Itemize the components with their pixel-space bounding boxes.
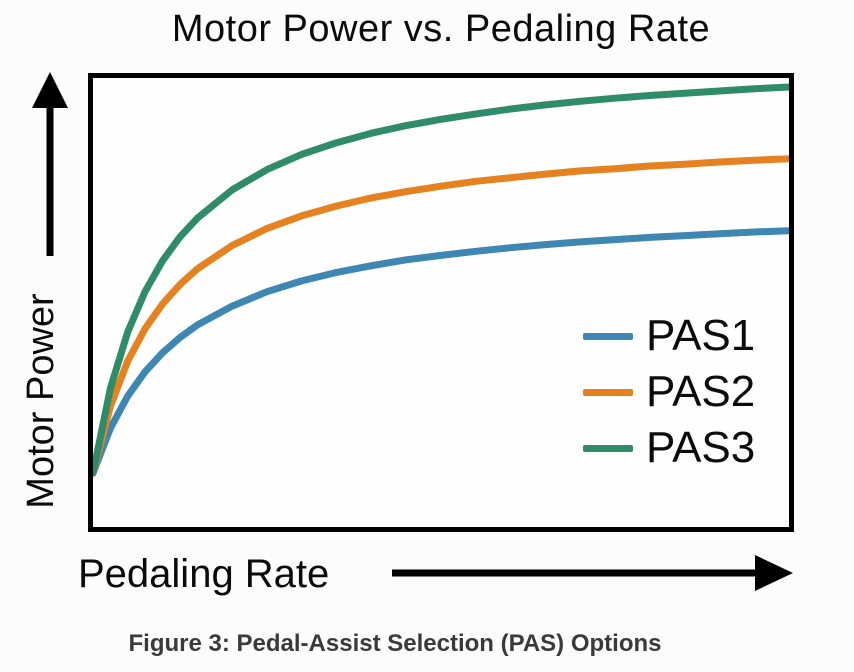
curve-pas2 — [93, 155, 789, 477]
legend-label-pas2: PAS2 — [646, 367, 756, 416]
x-axis-label: Pedaling Rate — [78, 552, 330, 596]
curves-svg — [93, 83, 789, 477]
y-axis-label: Motor Power — [20, 293, 62, 509]
legend-label-pas1: PAS1 — [646, 311, 756, 360]
legend-line-pas2-icon — [583, 388, 633, 396]
legend-line-pas3-icon — [583, 444, 633, 452]
legend-label-pas3: PAS3 — [646, 423, 756, 472]
x-axis-arrow-icon — [392, 555, 793, 591]
legend-item-pas3: PAS3 — [583, 420, 755, 476]
curve-pas3 — [93, 83, 789, 477]
curve-pas1 — [93, 227, 789, 477]
legend-item-pas2: PAS2 — [583, 364, 755, 420]
legend-line-pas1-icon — [583, 332, 633, 340]
plot-area: PAS1 PAS2 PAS3 — [88, 73, 794, 532]
figure-caption: Figure 3: Pedal-Assist Selection (PAS) O… — [128, 630, 662, 657]
chart-title: Motor Power vs. Pedaling Rate — [171, 8, 711, 50]
legend: PAS1 PAS2 PAS3 — [583, 308, 755, 476]
legend-item-pas1: PAS1 — [583, 308, 755, 364]
y-axis-arrow-icon — [32, 72, 68, 256]
